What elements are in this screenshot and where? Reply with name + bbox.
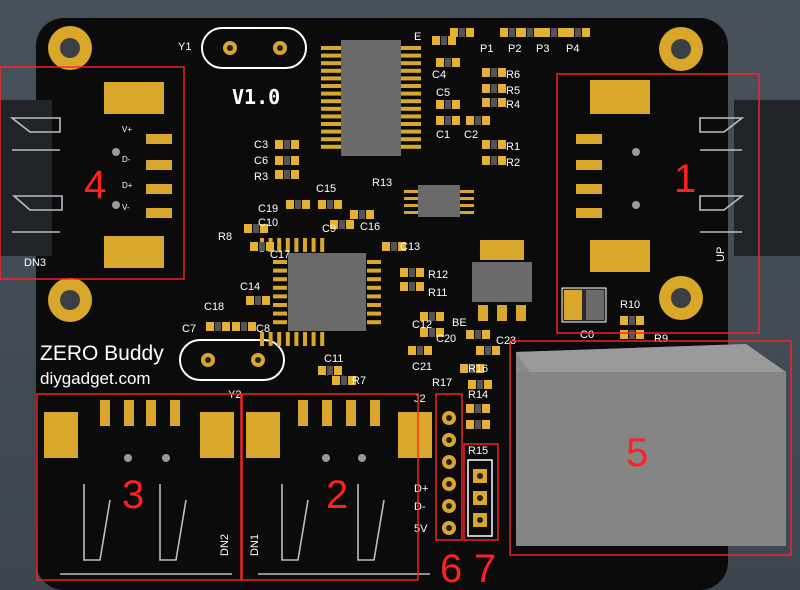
usb-port-dn3 [0,82,172,268]
silk-label-e: E [414,31,421,43]
silk-label-c10: C10 [258,217,278,229]
silk-header-pin-2: 5V [414,523,428,535]
mounting-hole-right [659,276,703,320]
silk-label-p2: P2 [508,43,521,55]
silk-header-pin-1: D- [414,501,426,513]
silk-label-c8: C8 [256,323,270,335]
usb-port-dn2 [44,400,234,575]
board-website: diygadget.com [40,369,151,388]
silk-label-c14: C14 [240,281,260,293]
callout-label-6: 6 [440,547,462,590]
silk-label-c18: C18 [204,301,224,313]
silk-label-c0: C0 [580,329,594,341]
silk-label-c7: C7 [182,323,196,335]
silk-label-c23: C23 [496,335,516,347]
callout-box-4 [0,66,185,280]
ic-soic-8 [404,185,474,217]
silk-label-c6: C6 [254,155,268,167]
silk-label-r7: R7 [352,375,366,387]
silk-connector-up: UP [715,247,727,262]
silk-label-be: BE [452,317,467,329]
callout-label-7: 7 [474,547,496,590]
silk-label-j2: J2 [414,393,426,405]
silk-usb-mark-2: D+ [122,181,133,190]
callout-label-2: 2 [326,473,348,517]
silk-label-r10: R10 [620,299,640,311]
callout-box-2 [241,393,419,581]
silk-label-c2: C2 [464,129,478,141]
board-version: V1.0 [232,85,280,109]
silk-label-c15: C15 [316,183,336,195]
silk-label-r5: R5 [506,85,520,97]
connector-block-5 [516,344,786,546]
header-j2 [442,411,456,535]
silk-label-c19: C19 [258,203,278,215]
silk-label-c21: C21 [412,361,432,373]
callout-label-1: 1 [674,157,696,201]
silk-label-c4: C4 [432,69,446,81]
voltage-regulator-sot223 [472,240,532,321]
callout-label-3: 3 [122,473,144,517]
silk-header-pin-0: D+ [414,483,428,495]
ic-usb-hub-ssop [321,40,421,156]
silk-label-y2: Y2 [228,389,241,401]
crystal-y2 [179,339,285,381]
silk-label-c12: C12 [412,319,432,331]
callout-label-5: 5 [626,431,648,475]
silk-usb-mark-3: V- [122,203,130,212]
silk-label-c5: C5 [436,87,450,99]
silk-label-r3: R3 [254,171,268,183]
silk-label-c3: C3 [254,139,268,151]
silk-label-r6: R6 [506,69,520,81]
callout-label-4: 4 [84,163,106,207]
silk-label-r12: R12 [428,269,448,281]
silk-label-r8: R8 [218,231,232,243]
silk-label-y1: Y1 [178,41,191,53]
silk-label-r15: R15 [468,445,488,457]
callout-box-7 [463,443,499,541]
silk-label-r16: R16 [468,363,488,375]
silk-label-r14: R14 [468,389,488,401]
silk-connector-dn1: DN1 [249,534,261,556]
silk-usb-mark-1: D- [122,155,131,164]
callout-box-6 [435,393,463,541]
silk-label-p1: P1 [480,43,493,55]
silk-label-c16: C16 [360,221,380,233]
callout-box-1 [556,73,760,334]
silk-label-r17: R17 [432,377,452,389]
mounting-hole-top-right [659,27,703,71]
silk-connector-dn3: DN3 [24,257,46,269]
silk-label-c1: C1 [436,129,450,141]
silk-label-c11: C11 [324,353,343,365]
silk-label-p3: P3 [536,43,549,55]
silk-label-c9: C9 [322,223,336,235]
callout-box-3 [36,393,242,581]
crystal-y1 [201,27,307,69]
silk-label-c17: C17 [270,249,290,261]
header-7 [467,459,493,537]
mounting-hole-left [48,278,92,322]
silk-connector-dn2: DN2 [219,534,231,556]
silk-label-p4: P4 [566,43,579,55]
smd-passives [206,28,644,429]
silk-label-c20: C20 [436,333,456,345]
silk-label-r4: R4 [506,99,520,111]
usb-port-up [576,80,800,272]
tantalum-capacitor-c0 [561,287,607,323]
mounting-hole-top-left [48,26,92,70]
silk-usb-mark-0: V+ [122,125,132,134]
silk-label-r9: R9 [654,333,668,345]
silk-label-r13: R13 [372,177,392,189]
usb-port-dn1 [246,400,432,575]
silk-label-c13: C13 [400,241,420,253]
board-name: ZERO Buddy [40,342,164,365]
silk-label-r2: R2 [506,157,520,169]
callout-box-5 [509,340,792,556]
silk-label-r11: R11 [428,287,447,299]
silk-label-r1: R1 [506,141,520,153]
